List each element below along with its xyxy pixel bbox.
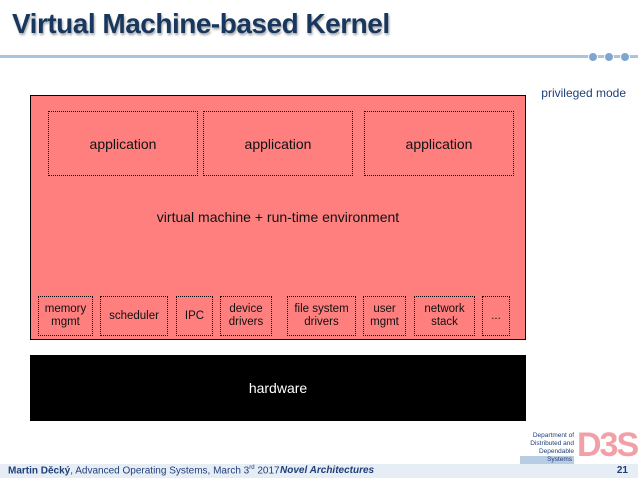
application-box: application (364, 111, 514, 176)
privileged-mode-label: privileged mode (541, 86, 626, 100)
hardware-box: hardware (30, 355, 526, 421)
component-label: IPC (184, 309, 205, 322)
component-label: user mgmt (370, 303, 399, 328)
device-drivers-box: device drivers (220, 296, 272, 336)
application-box: application (48, 111, 198, 176)
hardware-label: hardware (248, 380, 308, 396)
network-stack-box: network stack (414, 296, 475, 336)
decorative-dots (588, 52, 630, 62)
d3s-logo: D3S (577, 426, 638, 464)
application-box: application (203, 111, 353, 176)
component-label: network stack (424, 303, 465, 328)
page-number: 21 (616, 465, 628, 476)
component-label: memory mgmt (44, 303, 87, 328)
file-system-drivers-box: file system drivers (287, 296, 356, 336)
author-name: Martin Děcký (8, 465, 71, 477)
user-mgmt-box: user mgmt (363, 296, 406, 336)
footer-credit: Martin Děcký, Advanced Operating Systems… (8, 465, 280, 477)
application-label: application (405, 135, 473, 152)
ipc-box: IPC (176, 296, 213, 336)
component-label: scheduler (109, 309, 159, 322)
application-label: application (89, 135, 157, 152)
scheduler-box: scheduler (100, 296, 168, 336)
virtual-machine-box: application application application virt… (30, 95, 526, 340)
title-underline (0, 52, 638, 62)
application-label: application (244, 135, 312, 152)
component-label: ... (491, 309, 501, 322)
component-label: file system drivers (294, 303, 349, 328)
memory-mgmt-box: memory mgmt (38, 296, 93, 336)
vm-runtime-label: virtual machine + run-time environment (156, 209, 400, 225)
footer-topic: Novel Architectures (280, 465, 375, 476)
slide-title: Virtual Machine-based Kernel (12, 8, 390, 39)
department-logo-text: Department of Distributed and Dependable… (520, 432, 574, 464)
component-label: device drivers (228, 303, 264, 328)
footer-bar (0, 464, 638, 478)
more-components-box: ... (482, 296, 510, 336)
